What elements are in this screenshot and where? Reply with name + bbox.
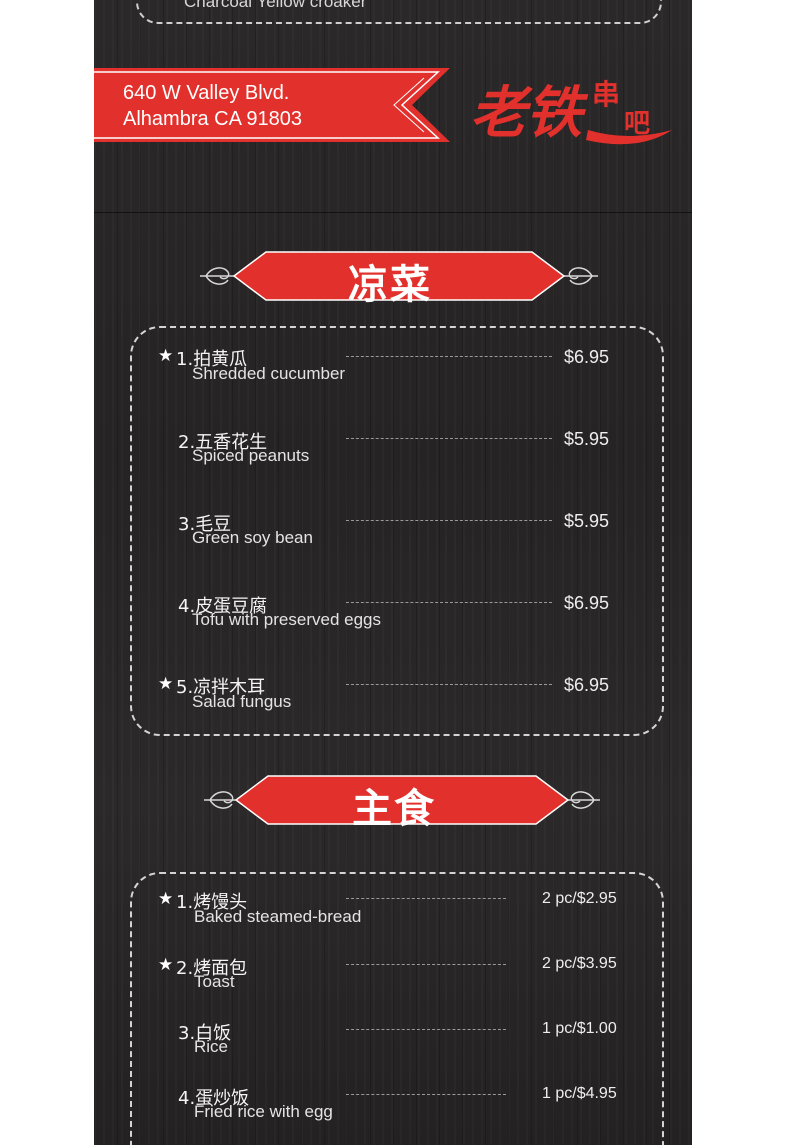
star-icon: ★	[158, 674, 174, 694]
section-frame-staple-food	[130, 872, 664, 1145]
leader-dashes	[346, 1029, 506, 1030]
section-title-staple-food: 主食	[352, 785, 436, 832]
svg-text:老铁: 老铁	[470, 80, 589, 146]
address-line-1: 640 W Valley Blvd.	[123, 82, 290, 104]
item-chinese-name: 皮蛋豆腐	[195, 596, 268, 617]
item-price: $6.95	[564, 347, 610, 367]
item-english-name: Spiced peanuts	[192, 446, 310, 465]
section-banner-cold-dishes	[200, 251, 598, 301]
menu-board: Charcoal Yellow croaker 640 W Valley Blv…	[94, 0, 692, 1145]
star-icon: ★	[158, 955, 174, 975]
leader-dashes	[346, 1094, 506, 1095]
item-price: 2 pc/$3.95	[542, 955, 617, 972]
item-chinese-name: 白饭	[195, 1023, 232, 1044]
leader-dashes	[346, 964, 506, 965]
item-english-name: Fried rice with egg	[194, 1102, 333, 1121]
star-icon: ★	[158, 346, 174, 366]
leader-dashes	[346, 602, 552, 603]
previous-item-fragment: Charcoal Yellow croaker	[184, 0, 367, 11]
section-banner-staple-food	[204, 775, 600, 825]
item-price: 2 pc/$2.95	[542, 890, 617, 907]
item-chinese-name: 烤馒头	[193, 892, 248, 913]
item-price: 1 pc/$4.95	[542, 1085, 617, 1102]
item-price: $6.95	[564, 593, 610, 613]
leader-dashes	[346, 898, 506, 899]
item-price: $5.95	[564, 429, 610, 449]
address-line-2: Alhambra CA 91803	[123, 108, 303, 130]
item-english-name: Shredded cucumber	[192, 364, 346, 383]
leader-dashes	[346, 684, 552, 685]
item-english-name: Tofu with preserved eggs	[192, 610, 381, 629]
restaurant-logo: 老铁 串 吧	[468, 60, 674, 156]
item-price: 1 pc/$1.00	[542, 1020, 617, 1037]
item-chinese-name: 拍黄瓜	[193, 349, 248, 370]
item-english-name: Toast	[194, 972, 235, 991]
board-seam	[94, 212, 692, 213]
star-icon: ★	[158, 889, 174, 909]
item-chinese-name: 蛋炒饭	[195, 1088, 250, 1109]
item-price: $5.95	[564, 511, 610, 531]
item-english-name: Salad fungus	[192, 692, 292, 711]
svg-text:吧: 吧	[624, 109, 650, 139]
address-ribbon	[94, 68, 450, 142]
leader-dashes	[346, 520, 552, 521]
item-english-name: Baked steamed-bread	[194, 907, 362, 926]
leader-dashes	[346, 438, 552, 439]
item-english-name: Green soy bean	[192, 528, 313, 547]
section-frame-cold-dishes	[130, 326, 664, 736]
section-title-cold-dishes: 凉菜	[348, 261, 432, 308]
item-chinese-name: 烤面包	[193, 958, 248, 979]
item-chinese-name: 毛豆	[195, 514, 232, 535]
item-chinese-name: 五香花生	[195, 432, 268, 453]
item-price: $6.95	[564, 675, 610, 695]
address-block: 640 W Valley Blvd. Alhambra CA 91803	[123, 80, 302, 132]
svg-text:串: 串	[592, 78, 620, 111]
item-english-name: Rice	[194, 1037, 229, 1056]
item-chinese-name: 凉拌木耳	[193, 677, 266, 698]
leader-dashes	[346, 356, 552, 357]
